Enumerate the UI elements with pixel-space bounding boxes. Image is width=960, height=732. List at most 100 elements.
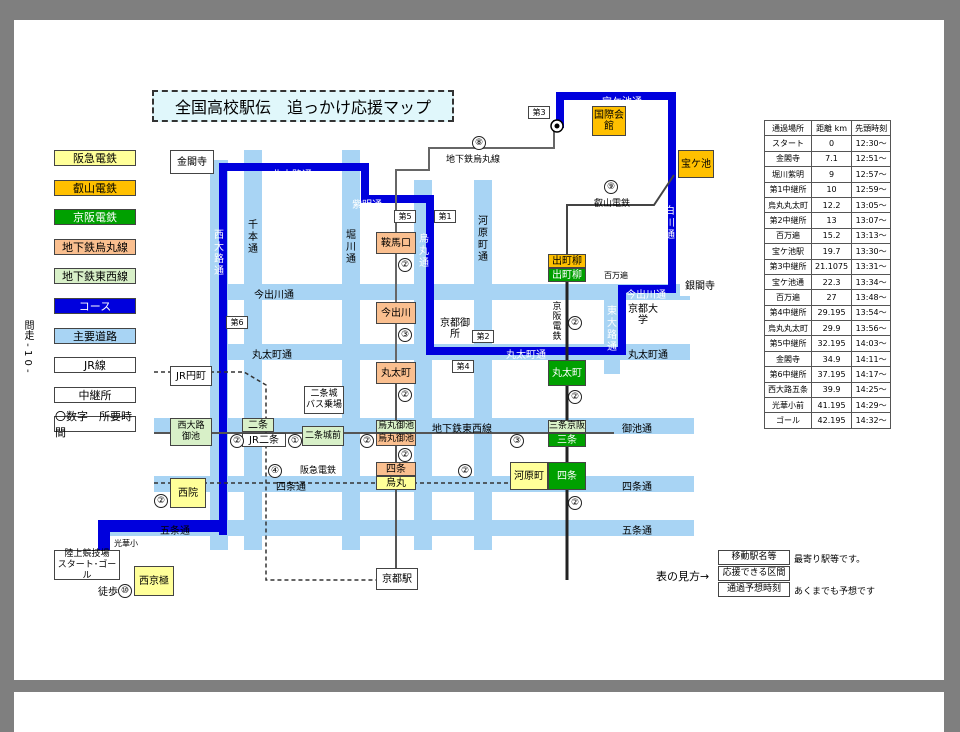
station-kuramaguchi: 鞍馬口 bbox=[376, 232, 416, 254]
table-cell: 第3中継所 bbox=[764, 258, 812, 275]
road-imadegawa bbox=[210, 284, 690, 300]
table-cell: スタート bbox=[764, 135, 812, 152]
table-cell: 12.2 bbox=[810, 196, 853, 214]
time-marker: ① bbox=[288, 434, 302, 448]
label-hankyu: 阪急電鉄 bbox=[300, 466, 337, 476]
time-marker: ⑩ bbox=[118, 584, 132, 598]
place-takaragaike: 宝ケ池 bbox=[678, 150, 714, 178]
line-jr bbox=[154, 371, 379, 581]
course-kitaoji bbox=[219, 163, 369, 171]
place-kinkakuji: 金閣寺 bbox=[170, 150, 214, 174]
time-marker: ② bbox=[360, 434, 374, 448]
course-shirakawa bbox=[668, 92, 676, 292]
time-marker: ⑨ bbox=[604, 180, 618, 194]
table-cell: 13 bbox=[810, 212, 853, 229]
legend-item: 地下鉄烏丸線 bbox=[54, 238, 136, 255]
table-cell: 37.195 bbox=[810, 366, 853, 383]
legend-item: 地下鉄東西線 bbox=[54, 268, 136, 285]
table-cell: 百万遍 bbox=[764, 227, 812, 245]
time-marker: ③ bbox=[510, 434, 524, 448]
station-saiin: 西院 bbox=[170, 478, 206, 508]
place-kokusai: 国際会館 bbox=[592, 106, 626, 136]
table-cell: 15.2 bbox=[810, 227, 853, 245]
course-marutamachi bbox=[426, 347, 626, 355]
station-karasuma-oike: 烏丸御池 bbox=[376, 433, 416, 446]
course-kitaoji-bend bbox=[361, 163, 369, 203]
table-cell: 13:54～ bbox=[851, 304, 892, 322]
howto-note-station: 最寄り駅等です。 bbox=[794, 555, 866, 565]
howto-box-station: 移動駅名等 bbox=[718, 550, 790, 565]
station-marutamachi-keihan: 丸太町 bbox=[548, 360, 586, 386]
table-cell: 12:57～ bbox=[851, 166, 892, 183]
time-marker: ② bbox=[568, 316, 582, 330]
howto-box-section: 応援できる区間 bbox=[718, 566, 790, 581]
line-eizan bbox=[566, 174, 675, 260]
label-takaragaike: 宝ケ池通 bbox=[602, 97, 642, 108]
table-cell: 13:30～ bbox=[851, 243, 892, 260]
table-cell: 13:48～ bbox=[851, 289, 892, 306]
label-shijo-e: 四条通 bbox=[622, 482, 652, 493]
label-kawaramachi: 河原町通 bbox=[478, 216, 488, 263]
course-higashioji bbox=[618, 285, 626, 355]
howto-label: 表の見方→ bbox=[656, 570, 710, 583]
table-cell: 42.195 bbox=[810, 412, 853, 429]
time-marker: ② bbox=[230, 434, 244, 448]
table-cell: 29.9 bbox=[810, 320, 853, 337]
course-takaragaike bbox=[556, 92, 676, 100]
table-cell: 13:05～ bbox=[851, 196, 892, 214]
station-saikyogoku: 西京極 bbox=[134, 566, 174, 596]
road-shijo bbox=[154, 476, 694, 492]
time-marker: ② bbox=[398, 448, 412, 462]
label-gojo-e: 五条通 bbox=[622, 526, 652, 537]
course-shimeimei bbox=[361, 195, 434, 203]
course-gojo bbox=[98, 520, 227, 532]
label-karasuma: 烏丸通 bbox=[419, 234, 429, 269]
station-demachi-keihan: 出町柳 bbox=[548, 268, 586, 282]
label-horikawa: 堀川通 bbox=[346, 230, 356, 265]
table-header-cell: 通過場所 bbox=[764, 119, 812, 137]
table-cell: 12:30～ bbox=[851, 135, 892, 152]
legend-item: 主要道路 bbox=[54, 327, 136, 344]
table-cell: 27 bbox=[810, 289, 853, 306]
label-shimeimei: 紫明通 bbox=[352, 200, 382, 211]
table-cell: 金閣寺 bbox=[764, 350, 812, 368]
legend-item: JR線 bbox=[54, 357, 136, 374]
table-cell: 21.1075 bbox=[810, 258, 853, 275]
station-jr-enmachi: JR円町 bbox=[170, 366, 212, 386]
time-marker: ② bbox=[458, 464, 472, 478]
label-nishioji: 西大路通 bbox=[214, 230, 224, 277]
label-marutamachi-c: 丸太町通 bbox=[506, 350, 546, 361]
table-cell: 西大路五条 bbox=[764, 381, 812, 399]
table-cell: 14:32～ bbox=[851, 412, 892, 429]
relay-4: 第4 bbox=[452, 360, 474, 373]
table-cell: 9 bbox=[810, 166, 853, 183]
label-imadegawa-course: 今出川通 bbox=[626, 290, 666, 301]
time-marker: ③ bbox=[398, 328, 412, 342]
legend-item: コース bbox=[54, 298, 136, 314]
table-cell: 堀川紫明 bbox=[764, 166, 812, 183]
course-takaragaike-end bbox=[556, 92, 564, 128]
map-sheet: 全国高校駅伝 追っかけ応援マップ 問走 - 1 0 - 阪急電鉄叡山電鉄京阪電鉄… bbox=[14, 20, 944, 680]
station-sanjo-keihan: 三条京阪 bbox=[548, 420, 586, 433]
road-oike bbox=[154, 418, 694, 434]
line-subway-karasuma bbox=[395, 120, 555, 360]
station-shijo-keihan: 四条 bbox=[548, 462, 586, 490]
station-jr-nijo: JR二条 bbox=[242, 433, 286, 447]
table-cell: 13:34～ bbox=[851, 273, 892, 291]
time-marker: ② bbox=[398, 388, 412, 402]
station-marutamachi: 丸太町 bbox=[376, 362, 416, 384]
table-cell: 光華小前 bbox=[764, 397, 812, 414]
